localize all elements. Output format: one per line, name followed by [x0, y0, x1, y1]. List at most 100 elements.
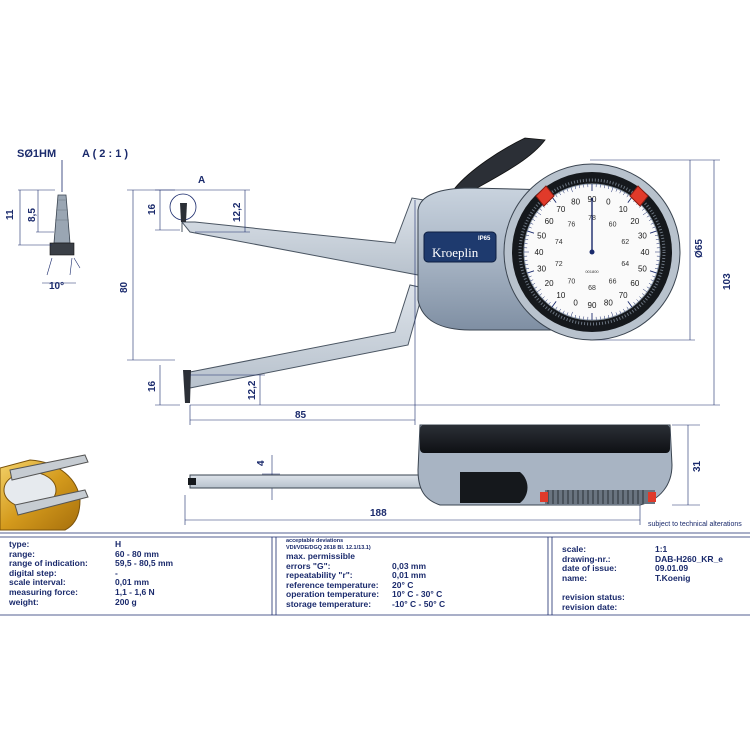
dial-tick [607, 186, 610, 190]
dial-tick [654, 267, 658, 270]
dial-tick [623, 192, 625, 196]
dial-tick [615, 188, 618, 192]
spec-label-6: weight: [9, 596, 39, 607]
info-value-3: T.Koenig [655, 572, 691, 583]
dial-tick [603, 315, 605, 319]
dial-tick [646, 215, 650, 218]
dial-tick [603, 185, 605, 189]
info-label-6: revision date: [562, 601, 618, 612]
dial-inner-number: 68 [588, 285, 596, 292]
dial-tick [611, 187, 614, 193]
deviation-label-5: storage temperature: [286, 598, 372, 609]
dial-tick [545, 299, 548, 302]
dial-outer-number: 60 [545, 217, 554, 226]
dial-outer-number: 30 [537, 264, 546, 273]
dial-outer-number: 10 [619, 205, 628, 214]
dial-tick [539, 293, 543, 296]
dial-outer-number: 70 [619, 291, 628, 300]
dial-tick [542, 296, 545, 299]
tolerance-marker-left [535, 185, 555, 207]
dial-tick [562, 310, 565, 314]
dim-103: 103 [722, 273, 733, 290]
brand-plate [423, 231, 497, 263]
dial-inner-number: 60 [609, 222, 617, 229]
dim-4: 4 [256, 460, 267, 466]
info-value-5 [655, 593, 723, 603]
detail-marker-label: A [198, 175, 205, 186]
dim-80: 80 [119, 281, 130, 293]
dial-tick [570, 187, 573, 193]
info-label-5: revision status: [562, 591, 625, 602]
dial-outer-number: 0 [606, 198, 611, 207]
dial-inner-number: 62 [621, 239, 629, 246]
dial-tick [528, 226, 532, 229]
info-value-0: 1:1 [655, 544, 668, 554]
dial-tick [652, 226, 656, 229]
deviation-value-4: 10° C - 30° C [392, 589, 443, 600]
spec-label-2: range of indication: [9, 558, 88, 569]
dial-tick [654, 234, 658, 237]
dial-outer-number: 80 [571, 198, 580, 207]
dial-outer-number: 10 [556, 291, 565, 300]
dial-tick [649, 270, 657, 274]
info-value-4 [655, 583, 723, 593]
dial-outer-number: 30 [638, 232, 647, 241]
dim-85: 85 [295, 410, 307, 421]
dial-tick [619, 190, 622, 194]
dial-tick [548, 301, 551, 305]
dim-11: 11 [5, 209, 16, 220]
spec-label-5: measuring force: [9, 586, 78, 597]
dial-tick [559, 192, 561, 196]
info-value-6 [655, 603, 723, 613]
info-label-3: name: [562, 572, 588, 583]
side-view [188, 424, 673, 506]
dim-31: 31 [692, 460, 703, 472]
lower-arm [189, 284, 425, 389]
upper-contact-tip [180, 203, 187, 222]
dial-tick [532, 283, 536, 285]
dim-16-top: 16 [147, 203, 158, 215]
lower-contact-tip [183, 370, 191, 403]
dial-gauge: 80900102030405060708090010203040506070 7… [503, 163, 681, 341]
dial-outer-number: 40 [535, 248, 544, 257]
spec-label-0: type: [9, 539, 30, 549]
dial-tick [623, 308, 625, 312]
dial-tick [530, 279, 534, 282]
dial-inner-number: 66 [609, 278, 617, 285]
deviation-value-2: 0,01 mm [392, 570, 427, 581]
dial-tick [532, 219, 536, 221]
dial-tick [655, 239, 659, 241]
dial-tick [649, 230, 657, 234]
dial-tick [527, 270, 535, 274]
dim-10-deg: 10° [49, 281, 64, 292]
dial-tick [555, 306, 558, 310]
brand-name: Kroeplin [432, 245, 479, 260]
dial-tick [615, 312, 618, 316]
contact-point-detail [49, 160, 81, 269]
spec-value-0: H [115, 539, 122, 549]
dial-tick [655, 263, 659, 265]
dial-tick [536, 288, 542, 293]
dial-tick [526, 234, 530, 237]
dial-tick [528, 275, 532, 278]
dial-tick [650, 279, 654, 282]
dial-inner-number: 76 [568, 222, 576, 229]
dial-tick [648, 219, 652, 221]
deviations-standard: VDI/VDE/DGQ 2618 Bl. 12.1/13.1) [286, 545, 371, 551]
dial-outer-number: 20 [630, 217, 639, 226]
specs-labels: type:range:range of indication:digital s… [9, 539, 88, 607]
release-lever [454, 137, 546, 193]
spec-value-2: 59,5 - 80,5 mm [115, 558, 174, 569]
dial-tick [525, 239, 529, 241]
dial-tick [566, 312, 569, 316]
ring-gauge-illustration [0, 454, 89, 531]
dial-tick [633, 301, 636, 305]
dial-tick [574, 186, 577, 190]
dial-outer-number: 50 [638, 264, 647, 273]
dial-tick [542, 205, 545, 208]
dial-tick [636, 299, 639, 302]
dial-outer-number: 60 [630, 279, 639, 288]
